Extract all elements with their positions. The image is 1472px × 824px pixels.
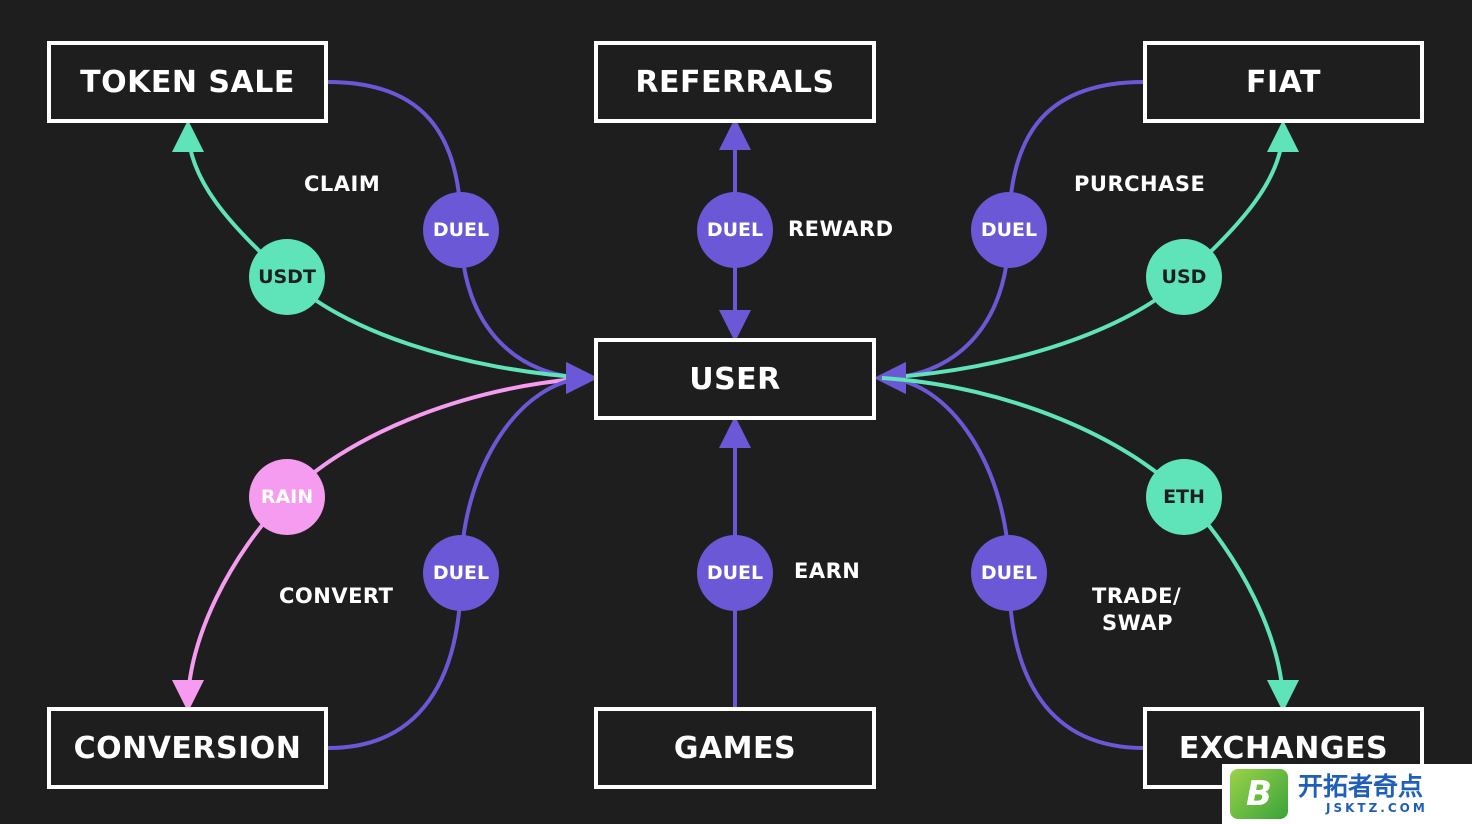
- duel-node-games: DUEL: [697, 535, 773, 611]
- swap-label: SWAP: [1102, 611, 1173, 635]
- line-usdt-token-sale: [172, 120, 591, 380]
- line-usd-fiat: [881, 120, 1299, 380]
- duel-node-conversion: DUEL: [423, 535, 499, 611]
- token-sale-box: TOKEN SALE: [47, 41, 328, 123]
- watermark-logo: B: [1230, 769, 1288, 819]
- duel-node-fiat: DUEL: [971, 192, 1047, 268]
- claim-label: CLAIM: [304, 172, 381, 196]
- eth-node: ETH: [1146, 459, 1222, 535]
- rain-node: RAIN: [249, 459, 325, 535]
- usd-node: USD: [1146, 239, 1222, 315]
- earn-label: EARN: [794, 559, 861, 583]
- duel-node-referrals: DUEL: [697, 192, 773, 268]
- watermark-text-group: 开拓者奇点 JSKTZ.COM: [1298, 772, 1428, 816]
- watermark-url: JSKTZ.COM: [1326, 801, 1428, 815]
- usdt-node: USDT: [249, 239, 325, 315]
- games-box: GAMES: [594, 707, 876, 789]
- line-eth-exchanges: [881, 376, 1299, 712]
- watermark-text: 开拓者奇点: [1298, 772, 1424, 801]
- line-rain-conversion: [172, 376, 591, 712]
- purchase-label: PURCHASE: [1074, 172, 1206, 196]
- referrals-box: REFERRALS: [594, 41, 876, 123]
- fiat-box: FIAT: [1143, 41, 1424, 123]
- trade-label: TRADE/: [1092, 584, 1182, 608]
- convert-label: CONVERT: [279, 584, 394, 608]
- duel-node-exchanges: DUEL: [971, 535, 1047, 611]
- user-box: USER: [594, 338, 876, 420]
- reward-label: REWARD: [788, 217, 894, 241]
- conversion-box: CONVERSION: [47, 707, 328, 789]
- duel-node-token-sale: DUEL: [423, 192, 499, 268]
- watermark: B 开拓者奇点 JSKTZ.COM: [1222, 764, 1472, 824]
